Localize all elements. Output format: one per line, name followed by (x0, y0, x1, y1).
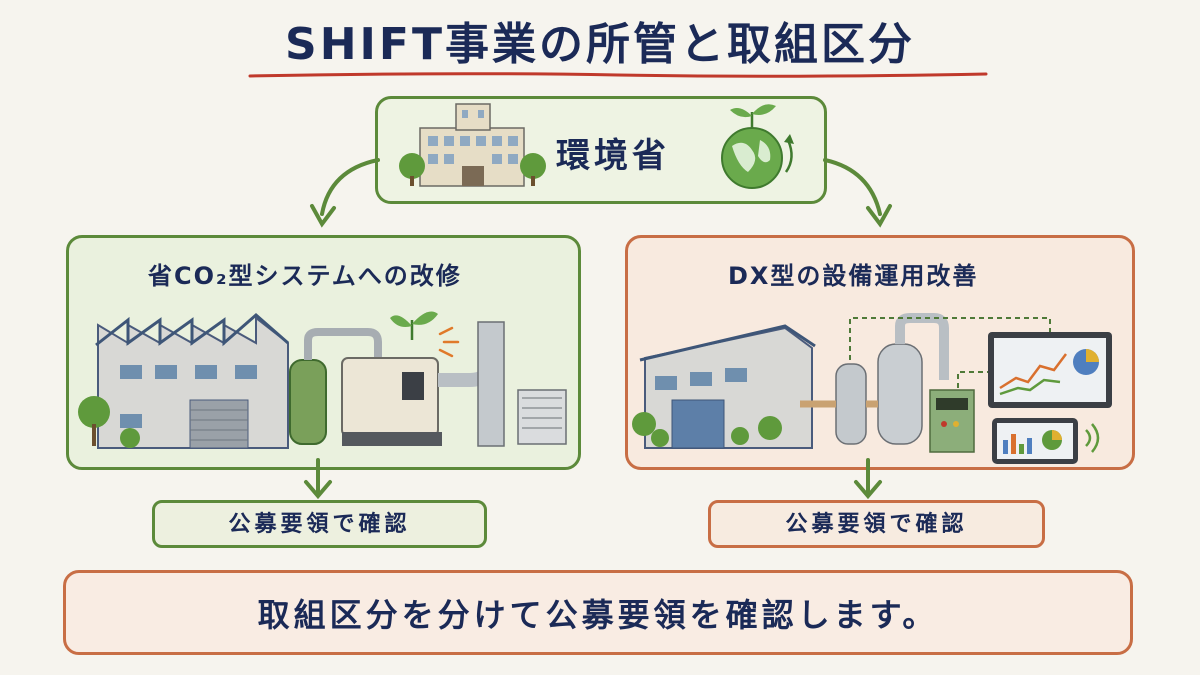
summary-text: 取組区分を分けて公募要領を確認します。 (257, 596, 939, 634)
panel-title-dx: DX型の設備運用改善 (728, 262, 979, 290)
ministry-label: 環境省 (556, 136, 670, 176)
globe-sprout-icon (721, 104, 794, 189)
dx-operation-illustration (632, 313, 1112, 464)
confirm-guideline-left: 公募要領で確認 (152, 500, 487, 548)
summary-box (63, 570, 1133, 655)
factory-retrofit-illustration (78, 311, 567, 449)
arrow-to-left-panel (320, 158, 380, 216)
confirm-guideline-right: 公募要領で確認 (708, 500, 1045, 548)
page-title: SHIFT事業の所管と取組区分 (285, 19, 915, 70)
ministry-building-icon (399, 103, 546, 187)
arrow-to-right-panel (823, 158, 882, 216)
title-underline (248, 72, 988, 78)
panel-title-co2: 省CO₂型システムへの改修 (148, 262, 462, 290)
